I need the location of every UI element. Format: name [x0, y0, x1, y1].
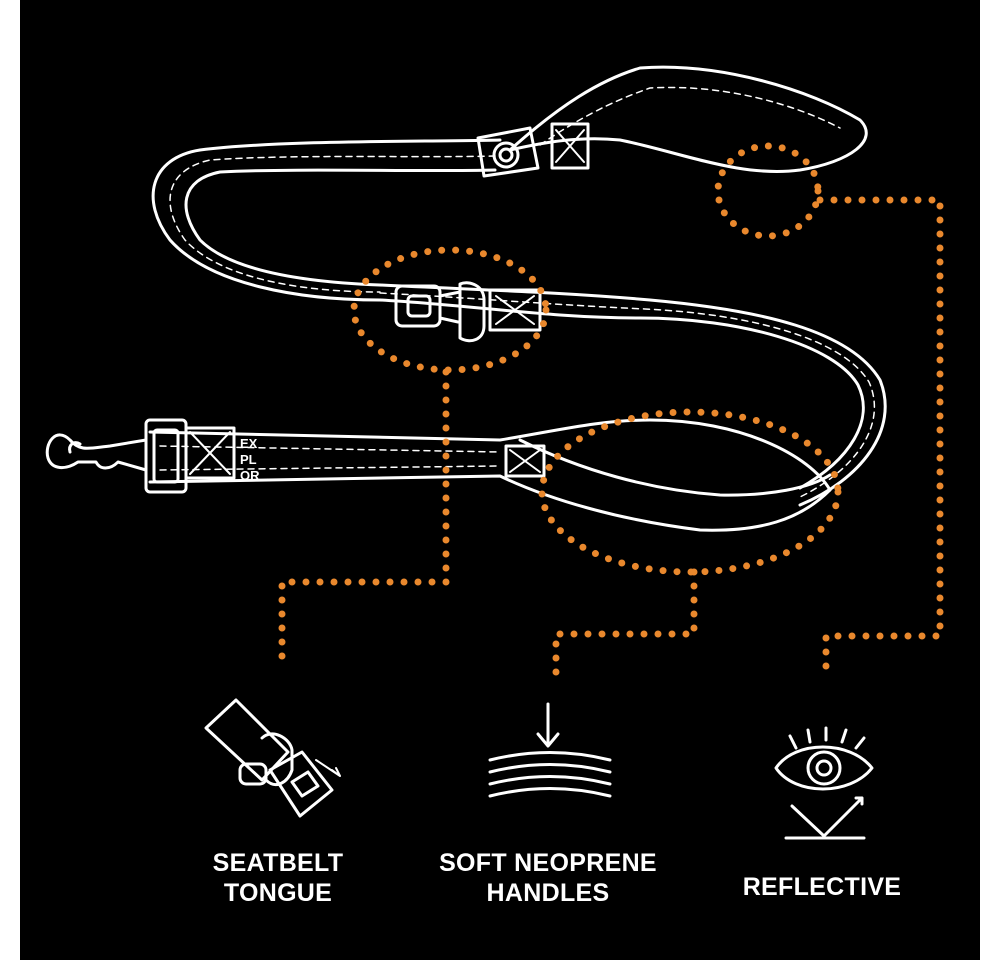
seatbelt-tongue-on-leash [394, 281, 542, 343]
feature-handles-caption: SOFT NEOPRENE HANDLES [418, 848, 678, 908]
caption-line: HANDLES [486, 879, 610, 907]
leash-tag-line-3: OR [240, 468, 260, 483]
caption-line: TONGUE [223, 879, 333, 907]
seatbelt-tongue-icon [204, 698, 341, 818]
snap-hook [45, 418, 188, 494]
feature-reflective-caption: REFLECTIVE [722, 872, 922, 902]
leash-tag-line-2: PL [240, 452, 257, 467]
feature-seatbelt-caption: SEATBELT TONGUE [178, 848, 378, 908]
handle-connector [552, 568, 698, 678]
seatbelt-connector [278, 368, 450, 672]
leash-tag-line-1: EX [240, 436, 258, 451]
soft-handle-icon [488, 702, 612, 798]
seatbelt-highlight-circle [350, 246, 550, 374]
reflective-highlight-circle [714, 142, 822, 240]
caption-line: SOFT NEOPRENE [439, 849, 657, 877]
caption-line: SEATBELT [212, 849, 344, 877]
reflective-eye-icon [774, 726, 874, 840]
ring-slider [476, 122, 590, 178]
caption-line: REFLECTIVE [742, 873, 902, 901]
handle-highlight-circle [538, 408, 842, 576]
reflective-connector [816, 196, 944, 680]
